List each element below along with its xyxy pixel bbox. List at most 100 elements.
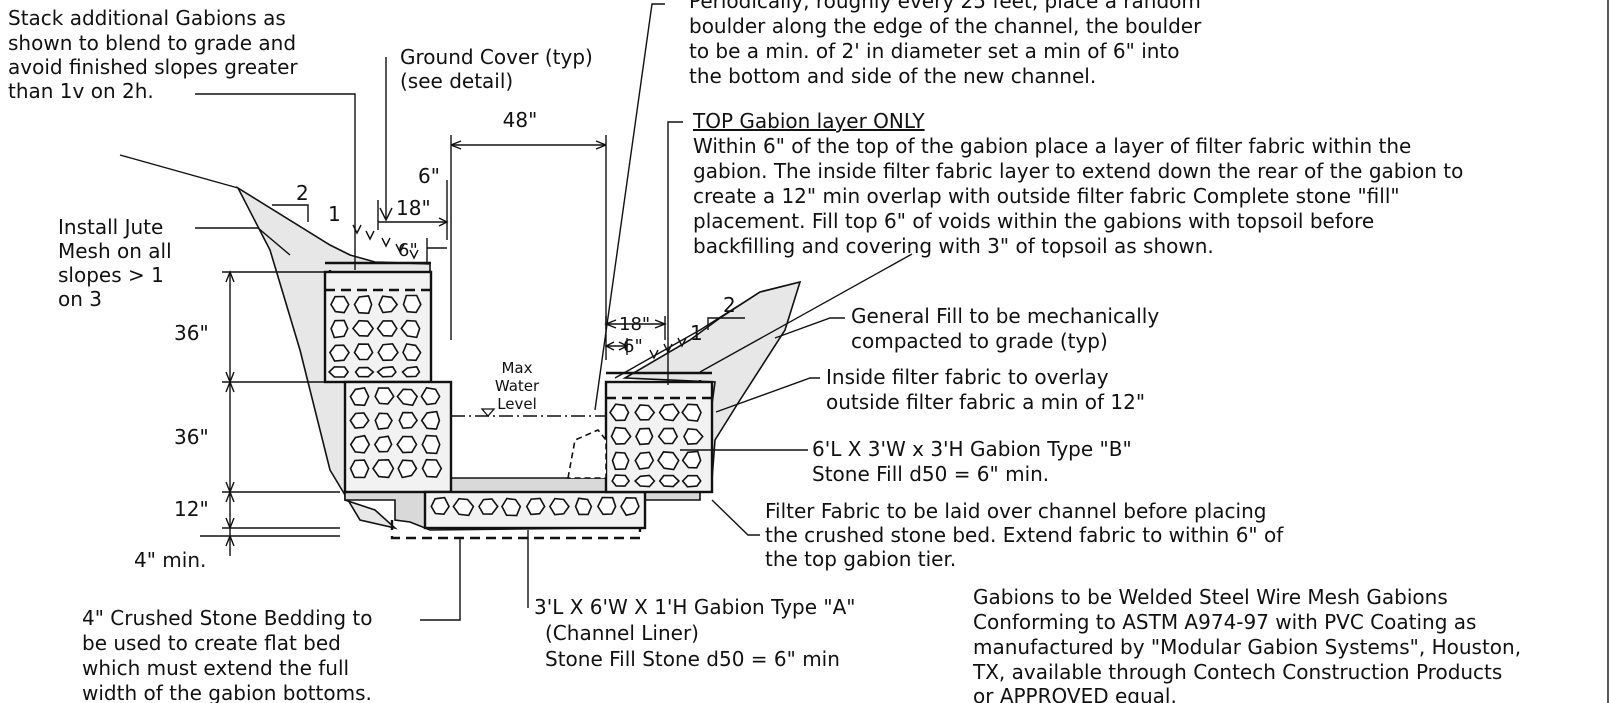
stone: [452, 497, 475, 517]
max-water-label-3: Level: [497, 395, 537, 413]
welded-note-1: Gabions to be Welded Steel Wire Mesh Gab…: [973, 585, 1448, 609]
jute-note-2: Mesh on all: [58, 239, 172, 263]
stone: [611, 474, 631, 487]
stone: [681, 450, 702, 469]
boulder-note-4: the bottom and side of the new channel.: [689, 64, 1096, 88]
stone: [376, 366, 397, 378]
stone: [378, 295, 399, 314]
dim-36-lower: 36": [174, 425, 209, 449]
dim-48: 48": [503, 108, 538, 132]
stone: [681, 474, 702, 488]
stone: [478, 498, 499, 515]
crushed-stone-note-4: width of the gabion bottoms.: [82, 681, 372, 703]
boulder-note-1: Periodically, roughly every 25 feet, pla…: [689, 0, 1201, 13]
stone: [374, 412, 393, 430]
boulder: [567, 429, 607, 479]
stone: [683, 427, 704, 446]
stone: [634, 451, 655, 470]
top-gabion-note-3: create a 12" min overlap with outside fi…: [693, 184, 1400, 208]
slope-1-left: 1: [328, 202, 341, 226]
gabion-stone-fill: [327, 294, 704, 517]
jute-note-1: Install Jute: [58, 215, 163, 239]
stone: [349, 459, 370, 479]
top-gabion-note-5: backfilling and covering with 3" of tops…: [693, 234, 1214, 258]
stone: [620, 496, 640, 517]
ground-cover-symbols: [352, 224, 687, 360]
welded-note-5: or APPROVED equal.: [973, 684, 1177, 703]
stone: [525, 497, 546, 516]
stack-note-3: avoid finished slopes greater: [8, 55, 298, 79]
stone: [373, 435, 393, 453]
dim-6-small: 6": [398, 240, 418, 261]
stack-note-1: Stack additional Gabions as: [8, 6, 286, 30]
dim-18-left: 18": [396, 196, 431, 220]
leader-lines: [195, 3, 913, 621]
boulder-note-2: boulder along the edge of the channel, t…: [689, 14, 1202, 38]
gabion-b-note-1: 6'L X 3'W x 3'H Gabion Type "B": [812, 437, 1132, 461]
stone: [327, 366, 350, 378]
welded-note-4: TX, available through Contech Constructi…: [972, 660, 1502, 684]
left-grade-line: [119, 154, 239, 189]
stone: [351, 319, 375, 337]
stone: [400, 319, 421, 339]
welded-note-3: manufactured by "Modular Gabion Systems"…: [973, 635, 1521, 659]
ground-cover-note-1: Ground Cover (typ): [400, 45, 593, 69]
dim-4-min: 4" min.: [134, 548, 206, 572]
stone: [353, 295, 373, 315]
top-gabion-note-2: gabion. The inside filter fabric layer t…: [693, 159, 1463, 183]
inside-fabric-note-2: outside filter fabric a min of 12": [826, 390, 1145, 414]
stone: [548, 497, 570, 516]
gabion-a-note-2: (Channel Liner): [545, 621, 699, 645]
filter-fabric-note-2: the crushed stone bed. Extend fabric to …: [765, 523, 1284, 547]
stone: [396, 388, 419, 407]
stone: [633, 474, 656, 488]
crushed-stone-note-2: be used to create flat bed: [82, 631, 341, 655]
max-water-label-1: Max: [501, 359, 532, 377]
welded-note-2: Conforming to ASTM A974-97 with PVC Coat…: [973, 610, 1476, 634]
stone: [372, 458, 395, 479]
stone: [421, 434, 441, 455]
stone: [610, 426, 632, 445]
stone: [349, 412, 370, 429]
water-level-symbol: [480, 408, 496, 417]
stone: [397, 459, 418, 479]
jute-note-4: on 3: [58, 287, 102, 311]
dim-6-right: 6": [623, 336, 643, 357]
stone: [377, 342, 399, 362]
stone: [421, 458, 443, 478]
stone: [635, 427, 654, 446]
slope-2-right: 2: [723, 293, 736, 317]
gabion-a-note-3: Stone Fill Stone d50 = 6" min: [545, 647, 840, 671]
stone: [634, 404, 656, 421]
stone: [657, 427, 679, 445]
top-gabion-title: TOP Gabion layer ONLY: [692, 109, 925, 133]
stone: [501, 497, 522, 517]
stone: [402, 343, 422, 362]
gabion-b-note-2: Stone Fill d50 = 6" min.: [812, 462, 1049, 486]
stone: [609, 403, 630, 422]
dim-18-right: 18": [619, 314, 650, 335]
stone: [396, 435, 418, 454]
stone: [658, 403, 680, 422]
dim-36-upper: 36": [174, 321, 209, 345]
stone: [354, 366, 375, 378]
stone: [420, 386, 441, 406]
stone: [430, 496, 450, 516]
stone: [402, 294, 422, 314]
stone: [349, 434, 371, 454]
dimension-lines: [200, 135, 745, 556]
stone: [681, 403, 702, 422]
top-gabion-note-1: Within 6" of the top of the gabion place…: [693, 134, 1411, 158]
stone: [374, 387, 395, 405]
crushed-stone-note-3: which must extend the full: [82, 656, 349, 680]
top-gabion-note-4: placement. Fill top 6" of voids within t…: [693, 209, 1374, 233]
stone: [328, 344, 350, 362]
stone: [420, 410, 441, 430]
stone: [611, 451, 630, 471]
max-water-label-2: Water: [495, 377, 540, 395]
stack-note-4: than 1v on 2h.: [8, 79, 154, 103]
dim-6-top: 6": [418, 164, 440, 188]
ground-cover-note-2: (see detail): [400, 69, 513, 93]
stone: [401, 365, 421, 378]
